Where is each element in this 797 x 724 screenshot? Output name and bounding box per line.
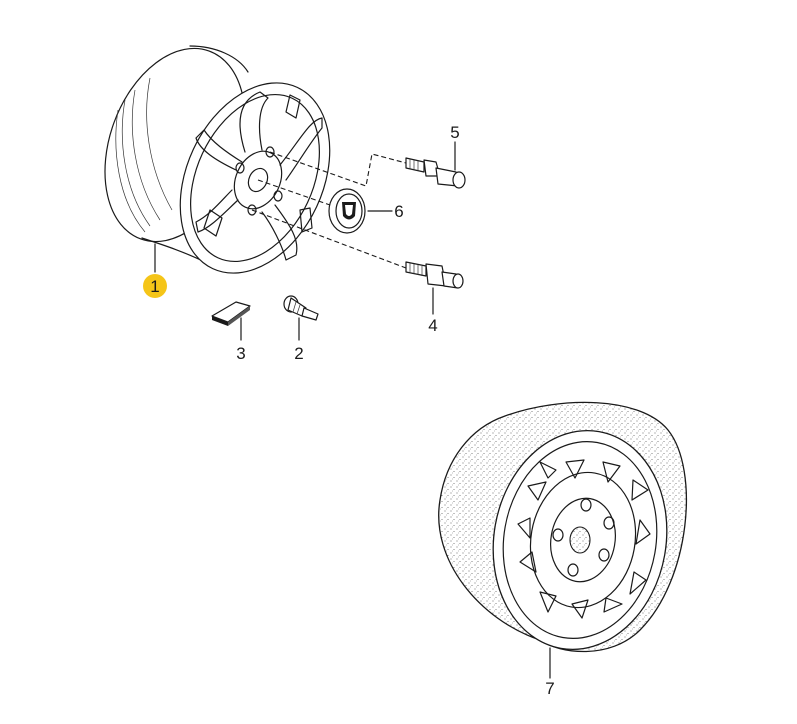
alloy-wheel-rim[interactable] xyxy=(80,29,359,298)
crest-emblem-icon xyxy=(342,202,356,220)
callout-3-label[interactable]: 3 xyxy=(236,344,245,363)
wheel-bolt-upper[interactable] xyxy=(405,157,466,189)
balance-weight[interactable] xyxy=(211,301,251,326)
callout-1-highlight xyxy=(143,274,167,298)
assembly-guide-lines xyxy=(251,151,407,269)
callout-2-label[interactable]: 2 xyxy=(294,344,303,363)
callout-7-label[interactable]: 7 xyxy=(545,679,554,698)
callout-4-label[interactable]: 4 xyxy=(428,316,437,335)
tire-valve[interactable] xyxy=(283,295,319,321)
callout-1[interactable]: 1 xyxy=(143,274,167,298)
callout-5-label[interactable]: 5 xyxy=(450,123,459,142)
spare-wheel[interactable] xyxy=(438,401,688,663)
callout-1-label: 1 xyxy=(150,277,159,296)
hub-cap[interactable] xyxy=(328,188,366,234)
callout-6-label[interactable]: 6 xyxy=(394,202,403,221)
wheel-bolt-lower[interactable] xyxy=(405,261,464,289)
